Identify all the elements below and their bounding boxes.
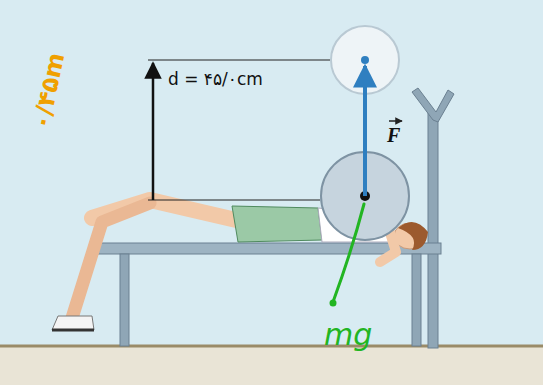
floor-line [0,345,543,348]
weight-dot [330,300,337,307]
leg [72,203,150,318]
shorts [232,206,322,242]
bench-leg [412,254,421,346]
force-arrow [363,66,367,196]
shoe-sole [52,329,94,332]
shoe [52,316,94,330]
dimension-label: d = ۴۵/۰cm [166,70,265,89]
hair [398,222,428,250]
weight-line [333,204,364,302]
handwritten-dimension: ۰/۴۵m [27,48,70,133]
dimension-arrow [152,63,155,200]
rack-post [428,112,438,348]
extension-line [148,60,330,61]
vector-symbol [389,120,402,122]
extension-line [148,200,320,201]
force-label: F [385,124,402,146]
weight-label: mg [322,318,374,351]
bench-leg [120,254,129,346]
rack-hook [412,88,454,122]
plate-center [361,56,369,64]
floor [0,346,543,385]
